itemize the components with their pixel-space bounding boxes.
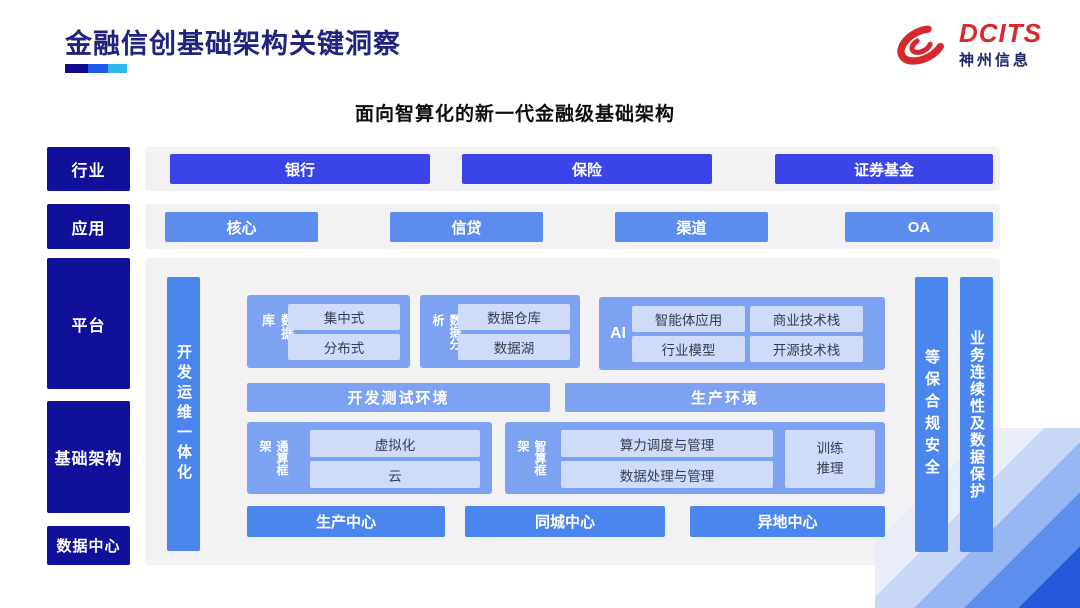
- app-item-channel: 渠道: [615, 212, 768, 242]
- general-framework-group: 通算框架 虚拟化 云: [247, 422, 492, 494]
- row-label-platform: 平台: [47, 258, 130, 389]
- ai-item-industry-model: 行业模型: [632, 336, 745, 362]
- main-diagram-area: 开发运维一体化 数据库 集中式 分布式 数据分析 数据仓库 数据湖 AI 智能体…: [145, 258, 1000, 565]
- framework-item-training-inference: 训练 推理: [785, 430, 875, 488]
- industry-item-insurance: 保险: [462, 154, 712, 184]
- page-title: 金融信创基础架构关键洞察: [65, 29, 401, 59]
- ai-item-agent-app: 智能体应用: [632, 306, 745, 332]
- row-label-industry: 行业: [47, 147, 130, 191]
- env-dev-test: 开发测试环境: [247, 383, 550, 412]
- industry-item-bank: 银行: [170, 154, 430, 184]
- ai-item-opensource-stack: 开源技术栈: [750, 336, 863, 362]
- ai-group: AI 智能体应用 商业技术栈 行业模型 开源技术栈: [599, 297, 885, 370]
- title-underline: [65, 64, 127, 73]
- ai-item-commercial-stack: 商业技术栈: [750, 306, 863, 332]
- row-label-application: 应用: [47, 204, 130, 249]
- framework-item-compute-scheduling: 算力调度与管理: [561, 430, 773, 457]
- intelligent-framework-label: 智算框架: [516, 440, 547, 476]
- framework-item-cloud: 云: [310, 461, 480, 488]
- analytics-group: 数据分析 数据仓库 数据湖: [420, 295, 580, 368]
- center-same-city: 同城中心: [465, 506, 665, 537]
- devops-vertical-bar: 开发运维一体化: [167, 277, 200, 551]
- dcits-logo: DCITS 神州信息: [893, 16, 1042, 74]
- general-framework-label: 通算框架: [258, 440, 289, 476]
- framework-item-virtualization: 虚拟化: [310, 430, 480, 457]
- logo-brand: DCITS: [959, 18, 1042, 48]
- env-production: 生产环境: [565, 383, 885, 412]
- intelligent-framework-group: 智算框架 算力调度与管理 数据处理与管理 训练 推理: [505, 422, 885, 494]
- business-continuity-bar: 业务连续性及数据保护: [960, 277, 993, 552]
- database-item-distributed: 分布式: [288, 334, 400, 360]
- application-row: 核心 信贷 渠道 OA: [145, 204, 1000, 249]
- app-item-oa: OA: [845, 212, 993, 242]
- row-label-infrastructure: 基础架构: [47, 401, 130, 513]
- center-production: 生产中心: [247, 506, 445, 537]
- center-remote: 异地中心: [690, 506, 885, 537]
- app-item-core: 核心: [165, 212, 318, 242]
- diagram-title: 面向智算化的新一代金融级基础架构: [354, 104, 675, 125]
- app-item-credit: 信贷: [390, 212, 543, 242]
- security-compliance-bar: 等保合规安全: [915, 277, 948, 552]
- framework-item-data-processing: 数据处理与管理: [561, 461, 773, 488]
- dcits-swirl-icon: [893, 16, 951, 74]
- database-group: 数据库 集中式 分布式: [247, 295, 410, 368]
- industry-item-securities: 证券基金: [775, 154, 993, 184]
- analytics-item-lake: 数据湖: [458, 334, 570, 360]
- analytics-item-warehouse: 数据仓库: [458, 304, 570, 330]
- industry-row: 银行 保险 证券基金: [145, 147, 1000, 191]
- row-label-datacenter: 数据中心: [47, 526, 130, 565]
- database-item-centralized: 集中式: [288, 304, 400, 330]
- logo-company: 神州信息: [959, 52, 1032, 69]
- ai-group-label: AI: [610, 324, 626, 342]
